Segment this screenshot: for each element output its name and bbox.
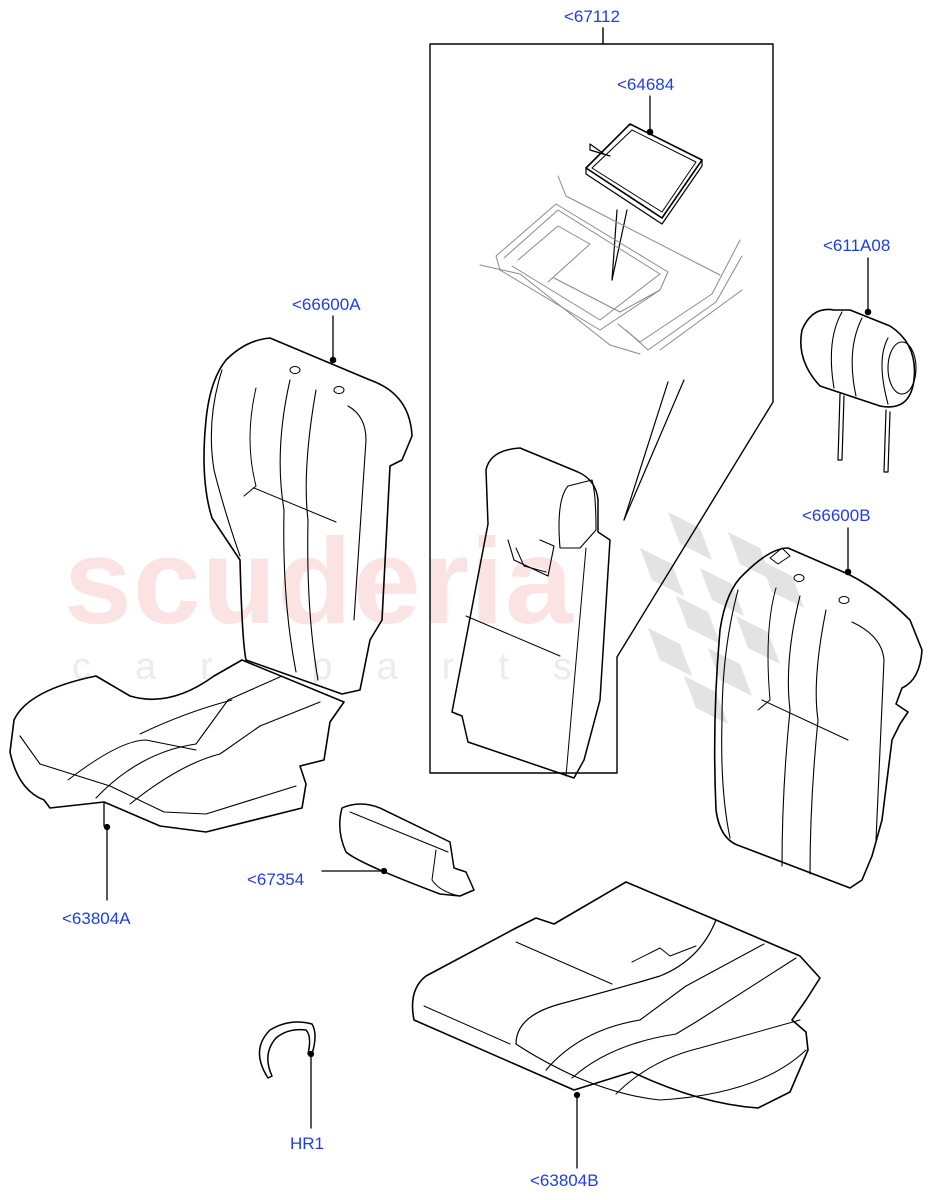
leader-63804A [103,823,111,901]
watermark-brand: scuderia [64,513,574,649]
callout-HR1[interactable]: HR1 [290,1134,325,1153]
leader-63804B [573,1091,581,1169]
leader-67354 [321,867,388,875]
console-context-drawing [479,175,743,355]
callout-66600B[interactable]: <66600B [802,506,871,525]
callout-63804B[interactable]: <63804B [530,1171,599,1190]
watermark-tagline: car parts [72,646,616,688]
seat-back-right-drawing [713,527,923,889]
callout-67112[interactable]: <67112 [564,7,620,26]
callout-66600A[interactable]: <66600A [292,295,361,314]
seat-back-left-drawing [203,315,413,695]
headrest-drawing [800,257,917,473]
callout-67354[interactable]: <67354 [247,870,305,889]
seat-cushion-right-drawing [411,881,821,1109]
rear-seat-back-drawing [451,447,611,779]
leader-HR1 [307,1050,315,1129]
storage-tray-drawing [585,95,703,281]
callout-63804A[interactable]: <63804A [62,909,131,928]
hog-ring-clip-drawing [258,1021,316,1079]
seat-cushion-left-drawing [9,659,345,833]
inset-pointer-lines [623,379,685,521]
callout-64684[interactable]: <64684 [617,75,675,94]
armrest-cover-drawing [339,803,475,897]
callout-611A08[interactable]: <611A08 [823,236,891,255]
checkered-flag-watermark [640,512,804,724]
armrest-inset-box [429,27,774,774]
